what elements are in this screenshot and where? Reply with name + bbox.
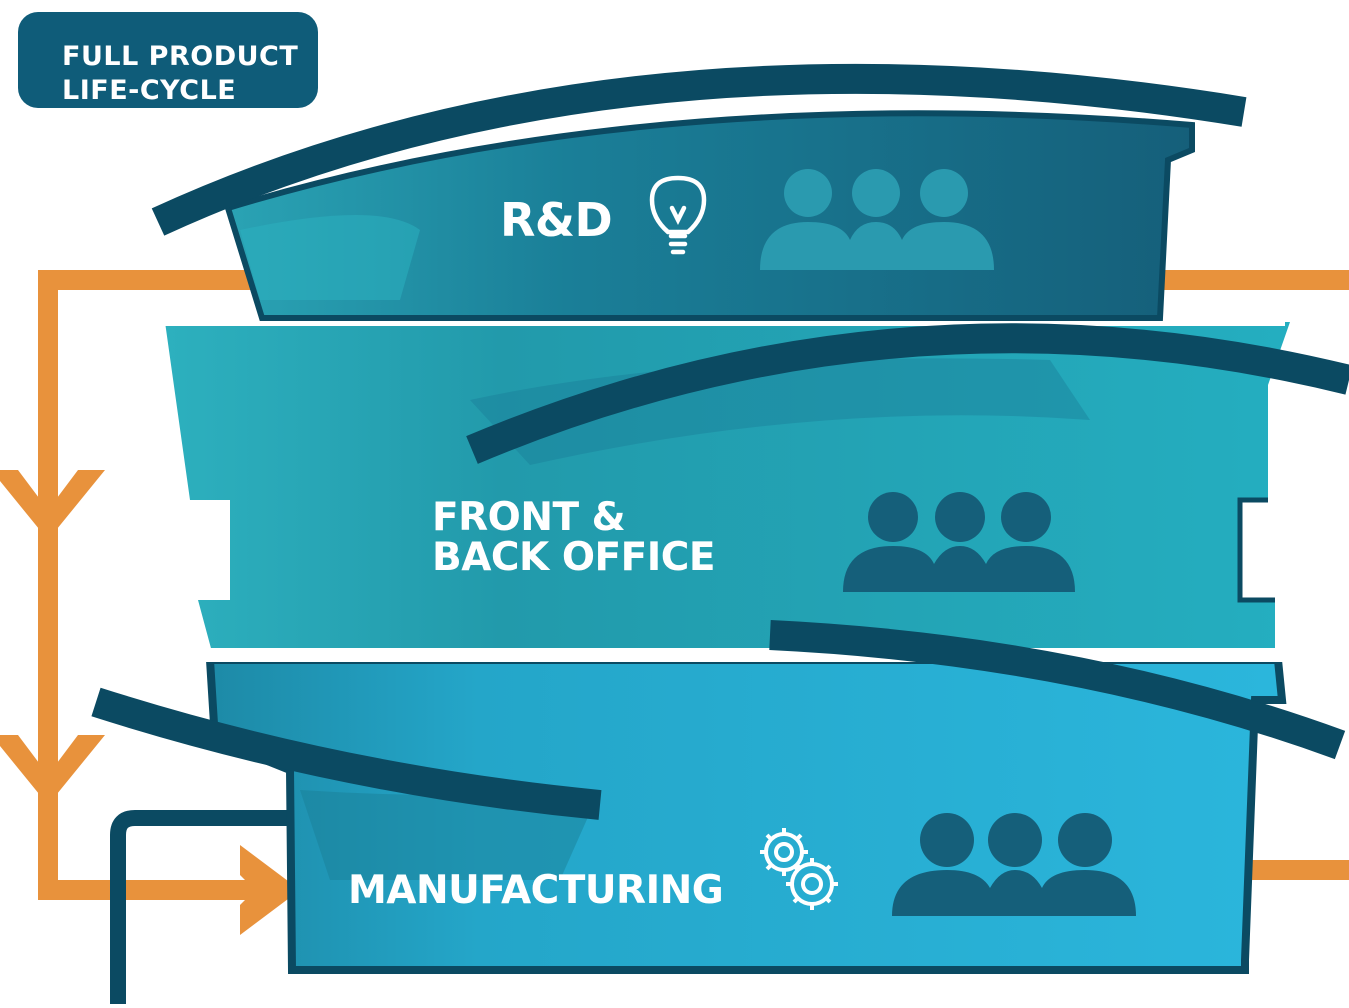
roof-arc-mfg-right xyxy=(769,620,1346,760)
rd-label: R&D xyxy=(500,193,613,247)
input-line xyxy=(110,810,300,1004)
arrow-down-1 xyxy=(0,470,105,540)
badge-line-2: LIFE-CYCLE xyxy=(62,75,237,106)
loop-top-line xyxy=(38,270,265,900)
office-notch-right xyxy=(1240,500,1300,600)
office-notch-right-edge xyxy=(1237,497,1275,603)
badge-text: FULL PRODUCT LIFE-CYCLE xyxy=(62,40,298,108)
office-label-line-2: BACK OFFICE xyxy=(432,535,716,580)
rd-highlight xyxy=(240,215,420,300)
office-label: FRONT & BACK OFFICE xyxy=(432,495,716,580)
arrow-right-manufacturing xyxy=(240,845,300,935)
gears-icon xyxy=(760,828,838,910)
separator-bottom xyxy=(205,648,1285,662)
arrowheads xyxy=(0,470,300,935)
people-group-icon xyxy=(843,492,1075,592)
roof-arcs xyxy=(91,63,1349,820)
manufacturing-label: MANUFACTURING xyxy=(348,868,724,913)
people-group-icon xyxy=(760,169,994,270)
office-label-line-1: FRONT & xyxy=(432,495,626,540)
people-group-icon xyxy=(892,813,1136,916)
arrow-down-2 xyxy=(0,735,105,805)
feedback-loop-arrows xyxy=(38,270,1349,900)
lightbulb-icon xyxy=(649,175,707,255)
roof-arc-rd xyxy=(151,63,1247,236)
lifecycle-badge: FULL PRODUCT LIFE-CYCLE xyxy=(18,12,318,108)
roof-arc-office xyxy=(466,323,1349,464)
roof-arc-mfg-left xyxy=(91,687,602,820)
badge-line-1: FULL PRODUCT xyxy=(62,41,299,72)
manufacturing-shade xyxy=(300,790,600,880)
